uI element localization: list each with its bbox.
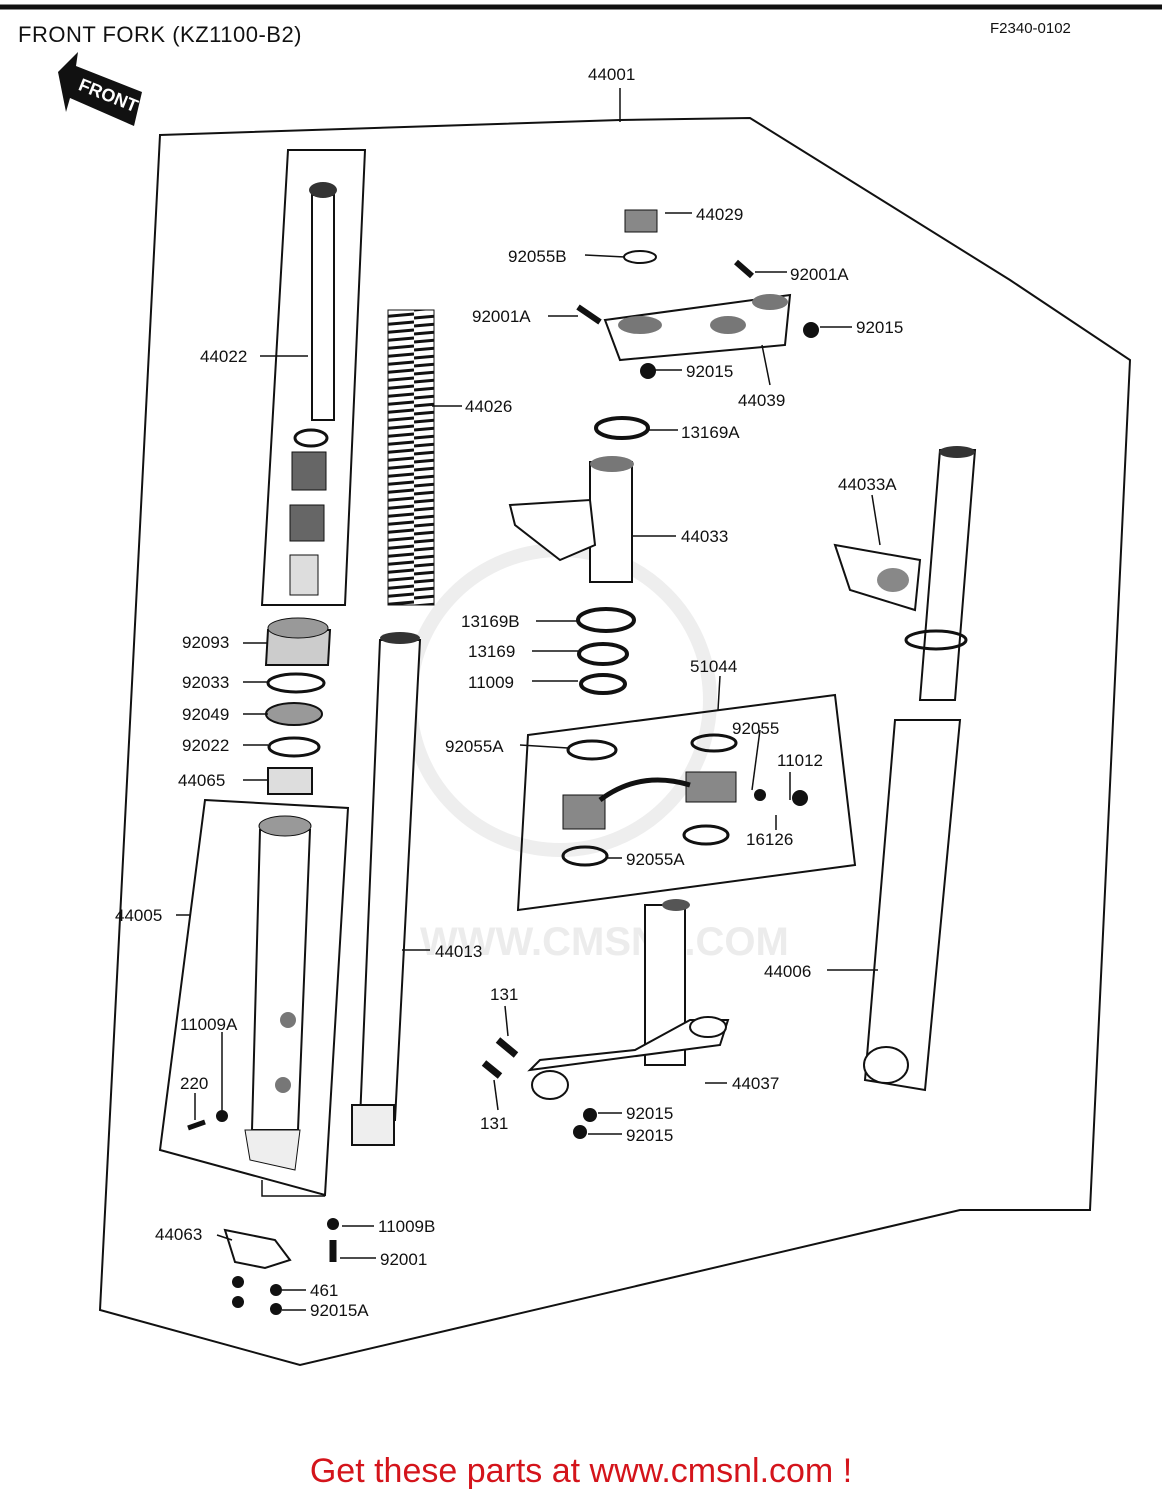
part-label: 11009A xyxy=(180,1015,238,1034)
part-label: 92015 xyxy=(686,362,733,381)
part-label: 92015 xyxy=(626,1126,673,1145)
screw-icon xyxy=(187,1119,206,1131)
part-label: 44065 xyxy=(178,771,225,790)
part-label: 13169A xyxy=(681,423,740,442)
leader-lines xyxy=(176,88,881,1311)
outer-tube-box xyxy=(158,798,350,1197)
cable-group-box xyxy=(516,693,857,912)
part-label: 44006 xyxy=(764,962,811,981)
footer-cta-link[interactable]: Get these parts at www.cmsnl.com ! xyxy=(309,1452,853,1490)
part-label: 92055B xyxy=(508,247,567,266)
oring-icon xyxy=(690,733,738,753)
washer-icon xyxy=(327,1218,339,1230)
front-arrow-icon: FRONT xyxy=(58,52,142,126)
exploded-diagram: WWW.CMSNL.COM FRONT xyxy=(58,52,1132,1367)
oring-icon xyxy=(561,845,609,867)
top-rule xyxy=(0,0,1162,10)
part-label: 11009 xyxy=(468,673,514,692)
part-label: 131 xyxy=(480,1114,508,1133)
part-label: 44005 xyxy=(115,906,162,925)
part-label: 92022 xyxy=(182,736,229,755)
seal-icon xyxy=(576,607,636,633)
nut-icon xyxy=(232,1296,244,1308)
part-label: 16126 xyxy=(746,830,793,849)
nut-icon xyxy=(573,1125,587,1139)
nut-icon xyxy=(583,1108,597,1122)
watermark-text: WWW.CMSNL.COM xyxy=(420,920,789,964)
part-label: 92049 xyxy=(182,705,229,724)
nut-icon xyxy=(232,1276,244,1288)
diagram-code: F2340-0102 xyxy=(990,20,1071,37)
inner-tube-part xyxy=(351,632,422,1146)
watermark-logo xyxy=(403,543,717,857)
part-label: 461 xyxy=(310,1281,338,1300)
part-label: 44022 xyxy=(200,347,247,366)
part-label: 11012 xyxy=(777,751,823,770)
part-label: 92055 xyxy=(732,719,779,738)
part-label: 131 xyxy=(490,985,518,1004)
assembly-outline xyxy=(98,116,1132,1367)
part-label: 220 xyxy=(180,1074,208,1093)
part-label: 92001 xyxy=(380,1250,427,1269)
left-outer-tube-part xyxy=(244,815,312,1171)
part-label: 44033 xyxy=(681,527,728,546)
part-label: 44039 xyxy=(738,391,785,410)
part-labels: 44001 44029 92055B 92001A 92001A 92015 9… xyxy=(115,65,903,1320)
valve-icon xyxy=(754,789,766,801)
part-label: 44037 xyxy=(732,1074,779,1093)
part-label: 13169 xyxy=(468,642,515,661)
nut-icon xyxy=(803,322,819,338)
part-label: 44013 xyxy=(435,942,482,961)
damper-group-box xyxy=(260,149,367,606)
bolt-icon xyxy=(481,1060,503,1079)
part-label: 11009B xyxy=(378,1217,435,1236)
part-label: 92001A xyxy=(472,307,531,326)
fitting-icon xyxy=(685,771,737,803)
part-label: 92033 xyxy=(182,673,229,692)
right-fork-part xyxy=(863,446,977,1092)
bolt-icon xyxy=(734,259,754,279)
headlight-bracket-part xyxy=(508,456,634,583)
part-label: 92015 xyxy=(856,318,903,337)
oring-icon xyxy=(682,824,730,846)
oring-icon xyxy=(566,739,618,761)
part-label: 92015 xyxy=(626,1104,673,1123)
part-label: 92093 xyxy=(182,633,229,652)
part-label: 92055A xyxy=(445,737,504,756)
lower-bracket-part xyxy=(833,543,922,612)
upper-bracket-part xyxy=(603,293,792,362)
seal-icon xyxy=(594,416,650,440)
part-label: 92055A xyxy=(626,850,685,869)
damper-rod-part xyxy=(289,182,337,596)
nut-icon xyxy=(270,1303,282,1315)
cap-icon xyxy=(792,790,808,806)
part-label: 92001A xyxy=(790,265,849,284)
nut-icon xyxy=(270,1284,282,1296)
steering-stem-part xyxy=(527,899,730,1100)
fitting-icon xyxy=(562,794,606,830)
part-label: 92015A xyxy=(310,1301,369,1320)
fork-spring-part xyxy=(387,309,435,606)
page-title: FRONT FORK (KZ1100-B2) xyxy=(18,22,303,47)
axle-clamp-part xyxy=(223,1228,292,1270)
part-label: 44033A xyxy=(838,475,897,494)
part-label: 51044 xyxy=(690,657,737,676)
part-label: 13169B xyxy=(461,612,520,631)
part-label: 44026 xyxy=(465,397,512,416)
part-label: 44029 xyxy=(696,205,743,224)
washer-icon xyxy=(216,1110,228,1122)
nut-icon xyxy=(640,363,656,379)
air-hose-icon xyxy=(598,777,691,803)
part-label: 44001 xyxy=(588,65,635,84)
bolt-icon xyxy=(576,304,602,325)
seal-icon xyxy=(579,673,627,695)
bolt-icon xyxy=(495,1037,519,1058)
stem-nut-part xyxy=(623,209,658,264)
seal-stack-part xyxy=(264,617,332,795)
seal-icon xyxy=(577,642,629,666)
part-label: 44063 xyxy=(155,1225,202,1244)
